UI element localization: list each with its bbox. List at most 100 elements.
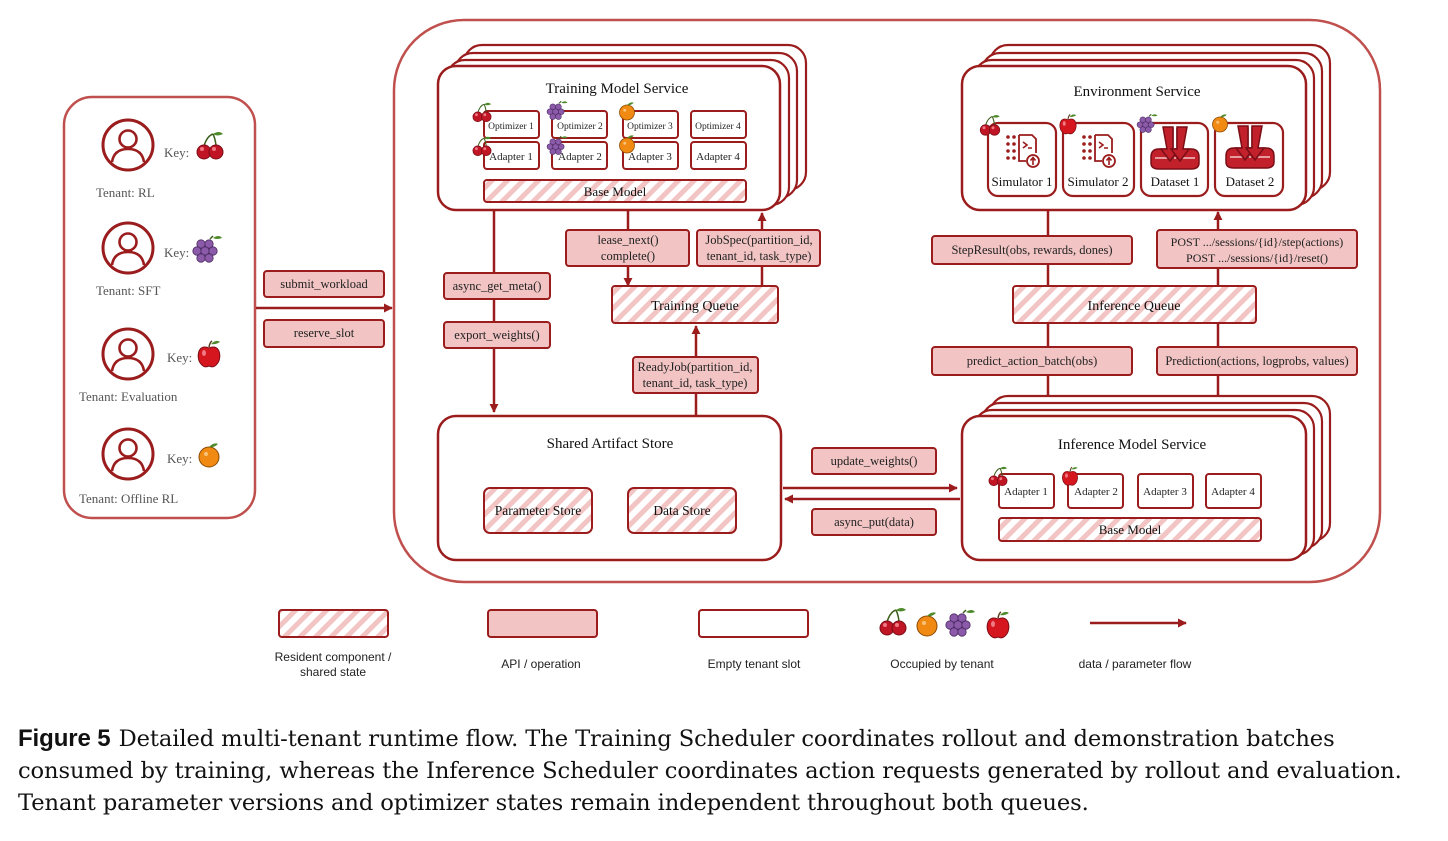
inference-queue-label: Inference Queue bbox=[1088, 299, 1181, 314]
tenant-key-label: Key: bbox=[164, 145, 189, 160]
adapter-4-label: Adapter 4 bbox=[696, 151, 740, 163]
step-result-label: StepResult(obs, rewards, dones) bbox=[951, 243, 1112, 257]
tenant-label: Tenant: Evaluation bbox=[79, 389, 178, 404]
legend: Resident component / shared state API / … bbox=[275, 607, 1192, 679]
user-icon bbox=[101, 118, 155, 172]
inference-service-title: Inference Model Service bbox=[1058, 437, 1207, 453]
legend-empty-label: Empty tenant slot bbox=[708, 657, 801, 671]
tenant-offline-rl: Key: Tenant: Offline RL bbox=[79, 427, 220, 506]
training-optimizer-row: Optimizer 1 Optimizer 2 Optimizer 3 Opti… bbox=[483, 110, 747, 139]
inference-adapter-1-label: Adapter 1 bbox=[1004, 486, 1048, 498]
grape-icon bbox=[945, 609, 976, 637]
prediction-op bbox=[1156, 346, 1358, 376]
parameter-store-label: Parameter Store bbox=[495, 503, 582, 518]
predict-action-batch-op bbox=[931, 346, 1133, 376]
simulator-2-label: Simulator 2 bbox=[1067, 174, 1128, 189]
step-result-op bbox=[931, 235, 1133, 265]
dataset-1: Dataset 1 bbox=[1139, 121, 1210, 198]
async-get-meta-label: async_get_meta() bbox=[453, 279, 542, 293]
jobspec-label-2: tenant_id, task_type) bbox=[707, 249, 812, 263]
optimizer-2-label: Optimizer 2 bbox=[557, 122, 603, 132]
complete-label: complete() bbox=[601, 249, 655, 263]
readyjob-op bbox=[632, 356, 759, 394]
tenant-evaluation: Key: Tenant: Evaluation bbox=[79, 327, 221, 404]
post-sessions-op bbox=[1156, 229, 1358, 269]
training-base-model bbox=[483, 179, 747, 203]
readyjob-label-1: ReadyJob(partition_id, bbox=[638, 360, 753, 374]
simulator-2: Simulator 2 bbox=[1061, 121, 1136, 198]
submit-workload-op bbox=[263, 270, 385, 298]
apple-icon bbox=[986, 611, 1010, 639]
inference-adapter-2-label: Adapter 2 bbox=[1074, 486, 1118, 498]
legend-occupied-label: Occupied by tenant bbox=[890, 657, 994, 671]
caption-text: Detailed multi-tenant runtime flow. The … bbox=[18, 726, 1402, 816]
training-queue-label: Training Queue bbox=[651, 299, 739, 314]
inference-adapter-row: Adapter 1 Adapter 2 Adapter 3 Adapter 4 bbox=[998, 473, 1262, 509]
legend-resident-swatch bbox=[278, 609, 389, 638]
data-store-label: Data Store bbox=[653, 503, 710, 518]
reserve-slot-label: reserve_slot bbox=[294, 326, 355, 340]
adapter-1-label: Adapter 1 bbox=[489, 151, 533, 163]
async-put-op bbox=[811, 508, 937, 536]
inference-base-model-label: Base Model bbox=[1099, 522, 1162, 537]
async-get-meta-op bbox=[443, 272, 551, 300]
training-queue bbox=[611, 285, 779, 324]
orange-icon bbox=[916, 611, 938, 637]
export-weights-op bbox=[443, 321, 551, 349]
environment-service-title: Environment Service bbox=[1073, 84, 1200, 100]
reserve-slot-op bbox=[263, 319, 385, 348]
export-weights-label: export_weights() bbox=[454, 328, 539, 342]
tenant-label: Tenant: Offline RL bbox=[79, 491, 178, 506]
data-store bbox=[627, 487, 737, 534]
tenant-key-label: Key: bbox=[164, 245, 189, 260]
user-icon bbox=[101, 221, 155, 275]
training-base-model-label: Base Model bbox=[584, 184, 647, 199]
jobspec-op bbox=[696, 229, 821, 267]
figure-number: Figure 5 bbox=[18, 725, 111, 752]
readyjob-label-2: tenant_id, task_type) bbox=[643, 376, 748, 390]
tenant-rl: Key: Tenant: RL bbox=[96, 118, 224, 200]
lease-next-label: lease_next() bbox=[597, 233, 658, 247]
legend-api-swatch bbox=[487, 609, 598, 638]
optimizer-4-label: Optimizer 4 bbox=[695, 122, 741, 132]
optimizer-1-label: Optimizer 1 bbox=[488, 122, 534, 132]
prediction-label: Prediction(actions, logprobs, values) bbox=[1165, 354, 1348, 368]
legend-resident-label-1: Resident component / bbox=[275, 650, 392, 664]
dataset-2: Dataset 2 bbox=[1213, 121, 1285, 198]
async-put-label: async_put(data) bbox=[834, 515, 914, 529]
simulator-1-label: Simulator 1 bbox=[991, 174, 1052, 189]
legend-empty-swatch bbox=[698, 609, 809, 638]
tenant-sft: Key: Tenant: SFT bbox=[96, 221, 223, 298]
update-weights-label: update_weights() bbox=[831, 454, 918, 468]
inference-adapter-4-label: Adapter 4 bbox=[1211, 486, 1255, 498]
post-step-label: POST .../sessions/{id}/step(actions) bbox=[1171, 235, 1344, 249]
tenant-label: Tenant: SFT bbox=[96, 283, 161, 298]
tenant-key-label: Key: bbox=[167, 350, 192, 365]
inference-base-model bbox=[998, 517, 1262, 542]
legend-flow-label: data / parameter flow bbox=[1079, 657, 1192, 671]
inference-queue bbox=[1012, 285, 1257, 324]
tenant-panel bbox=[62, 95, 257, 520]
training-service-title: Training Model Service bbox=[546, 81, 689, 97]
predict-label: predict_action_batch(obs) bbox=[967, 354, 1098, 368]
parameter-store bbox=[483, 487, 593, 534]
jobspec-label-1: JobSpec(partition_id, bbox=[705, 233, 812, 247]
submit-workload-label: submit_workload bbox=[280, 277, 368, 291]
lease-next-op bbox=[565, 229, 690, 267]
training-model-service bbox=[436, 64, 782, 212]
adapter-3-label: Adapter 3 bbox=[628, 151, 672, 163]
dataset-2-label: Dataset 2 bbox=[1226, 174, 1275, 189]
update-weights-op bbox=[811, 447, 937, 475]
adapter-2-label: Adapter 2 bbox=[558, 151, 602, 163]
inference-adapter-3-label: Adapter 3 bbox=[1143, 486, 1187, 498]
user-icon bbox=[101, 327, 155, 381]
legend-api-label: API / operation bbox=[501, 657, 580, 671]
post-reset-label: POST .../sessions/{id}/reset() bbox=[1186, 251, 1328, 265]
artifact-store-title: Shared Artifact Store bbox=[547, 436, 674, 452]
tenant-label: Tenant: RL bbox=[96, 185, 155, 200]
dataset-1-label: Dataset 1 bbox=[1151, 174, 1200, 189]
legend-resident-label-2: shared state bbox=[300, 665, 366, 679]
